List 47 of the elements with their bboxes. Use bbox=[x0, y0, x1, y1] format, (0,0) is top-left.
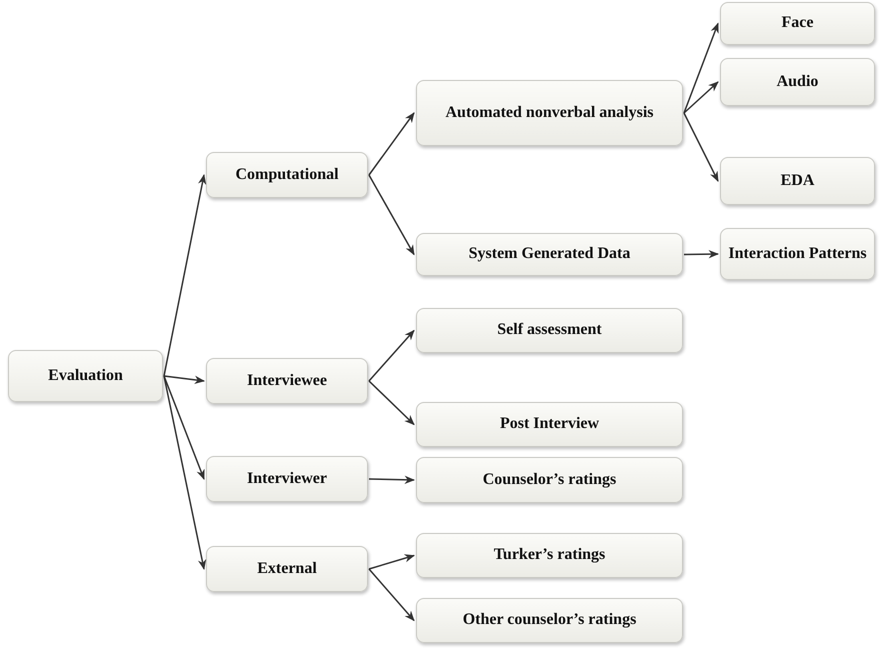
node-label: Evaluation bbox=[47, 368, 124, 384]
arrow bbox=[368, 112, 415, 176]
arrow bbox=[368, 330, 415, 382]
category-box bbox=[416, 402, 683, 447]
node-label: System Generated Data bbox=[468, 246, 632, 263]
category-box bbox=[206, 358, 368, 404]
category-box bbox=[416, 80, 683, 146]
category-box bbox=[416, 533, 683, 578]
node-label: Automated nonverbal analysis bbox=[444, 104, 655, 122]
node-label: Counselor’s ratings bbox=[482, 472, 618, 488]
node-label: Self assessment bbox=[496, 322, 603, 339]
arrow bbox=[683, 112, 719, 182]
category-box bbox=[416, 233, 683, 276]
category-box bbox=[416, 457, 683, 503]
node-label: Other counselor’s ratings bbox=[462, 612, 638, 629]
arrow bbox=[368, 568, 415, 622]
node-label: Post Interview bbox=[498, 416, 600, 433]
category-box bbox=[206, 152, 368, 198]
arrow bbox=[684, 250, 720, 258]
category-box bbox=[720, 2, 875, 45]
node-label: Turker’s ratings bbox=[492, 547, 606, 564]
category-box bbox=[720, 228, 875, 280]
node-label: Interviewer bbox=[246, 470, 328, 488]
category-box bbox=[206, 456, 368, 502]
category-box bbox=[416, 308, 683, 353]
arrow bbox=[368, 554, 415, 570]
node-label: Interviewee bbox=[246, 372, 328, 390]
arrow bbox=[683, 22, 719, 114]
arrow bbox=[163, 376, 206, 570]
arrow bbox=[684, 81, 719, 114]
category-box bbox=[8, 350, 163, 402]
arrow bbox=[368, 476, 416, 484]
category-box bbox=[720, 157, 875, 205]
arrow bbox=[163, 376, 205, 480]
category-box bbox=[720, 58, 875, 106]
node-label: External bbox=[256, 560, 318, 578]
arrow bbox=[368, 380, 415, 426]
node-label: Audio bbox=[776, 74, 820, 90]
arrow bbox=[368, 174, 415, 256]
node-label: EDA bbox=[780, 172, 816, 190]
node-label: Face bbox=[780, 15, 814, 32]
category-box bbox=[206, 546, 368, 592]
category-box bbox=[416, 598, 683, 643]
arrow bbox=[163, 174, 206, 376]
node-label: Interaction Patterns bbox=[727, 246, 868, 262]
node-label: Computational bbox=[234, 166, 340, 184]
arrow bbox=[164, 375, 206, 384]
